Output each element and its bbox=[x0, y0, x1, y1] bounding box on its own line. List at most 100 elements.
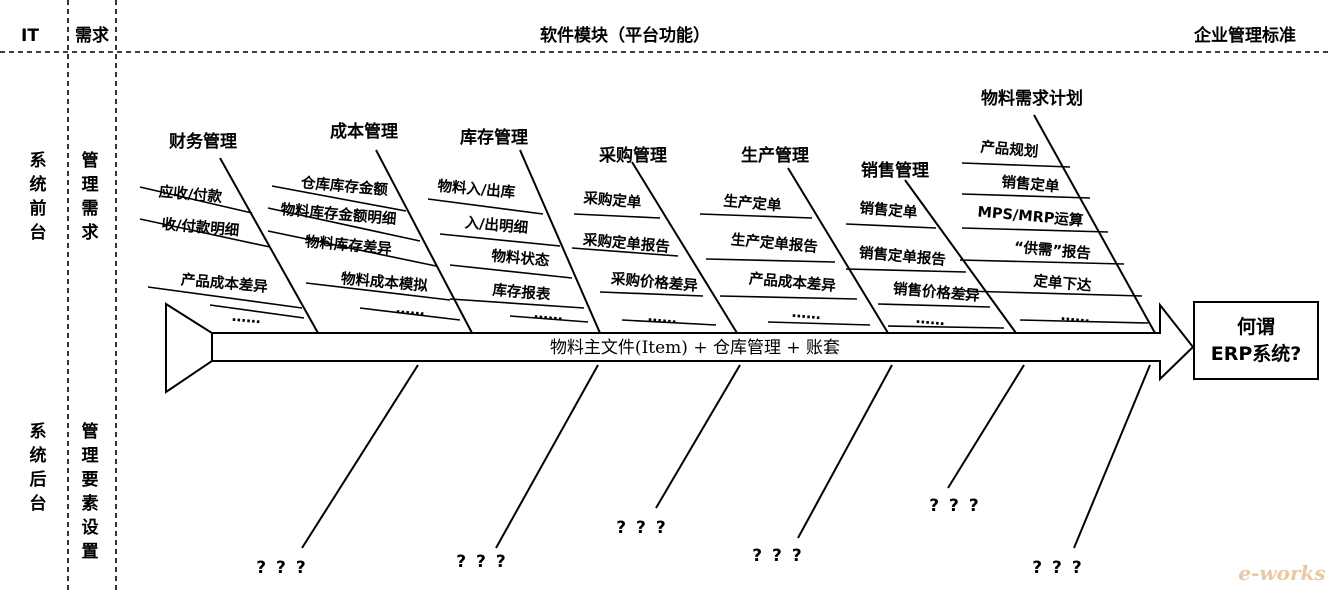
category-label: 成本管理 bbox=[330, 121, 398, 142]
sub-bone-label: 物料库存差异 bbox=[304, 232, 393, 258]
header-it: IT bbox=[21, 26, 39, 46]
lower-bone-line bbox=[1073, 364, 1151, 549]
sub-bone-line bbox=[959, 259, 1125, 265]
row-back-demand-char: 理 bbox=[82, 446, 99, 466]
category-label: 采购管理 bbox=[598, 145, 667, 166]
sub-bone-label: 产品规划 bbox=[980, 138, 1039, 161]
sub-bone-line bbox=[961, 162, 1071, 168]
sub-bone-label: 采购定单报告 bbox=[581, 230, 670, 256]
header-demand: 需求 bbox=[75, 25, 109, 46]
watermark-logo: e-works bbox=[1238, 561, 1325, 585]
sub-bone-label: 物料入/出库 bbox=[437, 177, 517, 202]
row-front-demand-char: 需 bbox=[82, 199, 99, 219]
sub-bone-line bbox=[209, 304, 305, 319]
head-line-2: ERP系统? bbox=[1211, 342, 1302, 365]
category-label: 销售管理 bbox=[861, 160, 929, 181]
sub-bone-label: MPS/MRP运算 bbox=[977, 202, 1085, 229]
row-back-char: 后 bbox=[30, 470, 47, 490]
sub-bone-line bbox=[887, 325, 1005, 329]
sub-bone-label: 销售价格差异 bbox=[892, 279, 981, 305]
head-line-1: 何谓 bbox=[1237, 315, 1275, 338]
sub-bone-label: “供需”报告 bbox=[1013, 238, 1091, 263]
main-bone-line bbox=[631, 161, 738, 334]
question-marks: ? ? ? bbox=[256, 558, 307, 578]
sub-bone-line bbox=[599, 291, 704, 297]
sub-bone-line bbox=[139, 186, 253, 214]
sub-bone-label: …… bbox=[533, 306, 563, 324]
sub-bone-line bbox=[509, 315, 589, 323]
sub-bone-label: 库存报表 bbox=[492, 281, 552, 304]
bone-1: 财务管理应收/付款收/付款明细产品成本差异…… bbox=[139, 131, 319, 334]
bone-4: 采购管理采购定单采购定单报告采购价格差异…… bbox=[571, 145, 738, 334]
spine-arrow bbox=[211, 302, 1195, 382]
sub-bone-label: 应收/付款 bbox=[158, 182, 223, 205]
lower-bone-3: ? ? ? bbox=[616, 364, 741, 538]
sub-bone-line bbox=[359, 307, 461, 321]
lower-bone-4: ? ? ? bbox=[752, 364, 893, 566]
sub-bone-label: …… bbox=[231, 309, 261, 327]
row-front-char: 系 bbox=[30, 151, 47, 171]
lower-bones: ? ? ?? ? ?? ? ?? ? ?? ? ?? ? ? bbox=[256, 364, 1151, 578]
main-bone-line bbox=[787, 167, 889, 334]
lower-bone-line bbox=[947, 364, 1025, 489]
sub-bone-label: 入/出明细 bbox=[464, 213, 529, 236]
sub-bone-label: 生产定单报告 bbox=[730, 230, 818, 256]
row-back-char: 统 bbox=[30, 445, 47, 466]
sub-bone-line bbox=[267, 207, 421, 242]
category-label: 生产管理 bbox=[741, 145, 809, 166]
category-label: 财务管理 bbox=[168, 131, 237, 152]
question-marks: ? ? ? bbox=[456, 552, 507, 572]
bone-2: 成本管理仓库库存金额物料库存金额明细物料库存差异物料成本模拟…… bbox=[267, 121, 473, 334]
sub-bone-label: …… bbox=[1060, 308, 1090, 326]
row-front-char: 统 bbox=[30, 174, 47, 195]
sub-bone-line bbox=[961, 193, 1091, 199]
row-front-char: 前 bbox=[30, 198, 47, 219]
fish-head-box bbox=[1193, 301, 1319, 380]
sub-bone-label: 产品成本差异 bbox=[180, 270, 269, 296]
sub-bone-label: 生产定单 bbox=[723, 192, 783, 215]
sub-bone-line bbox=[449, 264, 573, 279]
lower-bone-2: ? ? ? bbox=[456, 364, 599, 572]
sub-bone-label: 销售定单报告 bbox=[858, 243, 946, 269]
sub-bone-label: 采购定单 bbox=[582, 188, 643, 211]
sub-bone-line bbox=[271, 185, 407, 212]
sub-bone-line bbox=[267, 230, 437, 267]
sub-bone-line bbox=[961, 227, 1109, 233]
fish-tail bbox=[165, 302, 213, 394]
sub-bone-label: 物料状态 bbox=[491, 247, 551, 270]
question-marks: ? ? ? bbox=[1032, 558, 1083, 578]
sub-bone-line bbox=[439, 233, 561, 247]
row-back-demand-char: 置 bbox=[82, 542, 99, 562]
row-front-char: 台 bbox=[30, 222, 47, 243]
lower-bone-line bbox=[655, 364, 741, 509]
lower-bone-line bbox=[301, 364, 419, 549]
sub-bone-line bbox=[427, 198, 544, 215]
row-back-char: 系 bbox=[30, 422, 47, 442]
main-bone-line bbox=[375, 149, 473, 334]
sub-bone-label: 物料成本模拟 bbox=[340, 269, 429, 295]
lower-bone-5: ? ? ? bbox=[929, 364, 1025, 516]
sub-bone-line bbox=[699, 213, 813, 219]
sub-bone-label: 销售定单 bbox=[1001, 173, 1061, 196]
spine-label: 物料主文件(Item) + 仓库管理 + 账套 bbox=[550, 338, 840, 358]
category-label: 物料需求计划 bbox=[981, 88, 1083, 109]
row-front-demand-char: 求 bbox=[82, 222, 99, 243]
row-back-demand-char: 管 bbox=[82, 421, 99, 442]
sub-bone-label: …… bbox=[395, 301, 425, 319]
lower-bone-line bbox=[495, 364, 599, 549]
sub-bone-label: 销售定单 bbox=[859, 199, 919, 222]
main-bone-line bbox=[904, 179, 1017, 334]
main-bone-line bbox=[519, 149, 601, 334]
category-label: 库存管理 bbox=[460, 127, 528, 148]
sub-bone-line bbox=[1019, 319, 1149, 324]
sub-bone-label: 采购价格差异 bbox=[609, 269, 699, 295]
question-marks: ? ? ? bbox=[929, 496, 980, 516]
sub-bone-line bbox=[877, 303, 991, 308]
sub-bone-line bbox=[449, 298, 585, 309]
row-back-char: 台 bbox=[30, 493, 47, 514]
row-back-demand-char: 设 bbox=[82, 518, 99, 538]
